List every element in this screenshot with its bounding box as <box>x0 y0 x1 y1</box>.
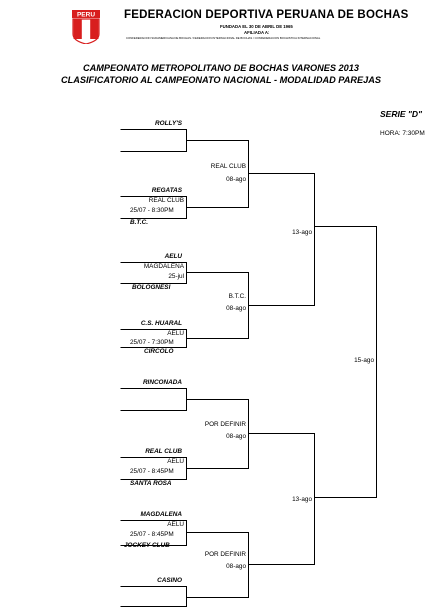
team-magdalena: MAGDALENA <box>140 511 182 518</box>
match-time-label: 25/07 - 8:45PM <box>130 531 174 538</box>
match-venue: AELU <box>167 330 184 337</box>
team-real-club: REAL CLUB <box>145 448 182 455</box>
bracket-match-1 <box>120 129 187 152</box>
match-venue: REAL CLUB <box>148 197 184 204</box>
bracket-r3-1 <box>248 173 315 306</box>
team-bolognesi: BOLOGNESI <box>132 284 171 291</box>
round2-venue: REAL CLUB <box>210 163 246 170</box>
team-casino: CASINO <box>157 577 182 584</box>
team-cs-huaral: C.S. HUARAL <box>140 320 182 327</box>
organization-title: FEDERACION DEPORTIVA PERUANA DE BOCHAS <box>124 9 409 21</box>
round2-date: 08-ago <box>226 563 246 570</box>
match-time-label: 25/07 - 8:30PM <box>130 207 174 214</box>
affiliations-list: CONFEDERACION SUDAMERICANA DE BOCHAS / F… <box>126 36 321 40</box>
round2-venue: POR DEFINIR <box>204 421 246 428</box>
serie-label: SERIE "D" <box>380 109 423 119</box>
bracket-final <box>314 226 377 498</box>
bracket-r2-1 <box>186 140 249 208</box>
team-regatas: REGATAS <box>151 187 182 194</box>
team-santa-rosa: SANTA ROSA <box>130 480 172 487</box>
championship-subtitle: CLASIFICATORIO AL CAMPEONATO NACIONAL - … <box>60 75 382 85</box>
team-btc: B.T.C. <box>130 219 148 226</box>
bracket-match-8 <box>120 586 187 607</box>
match-venue: MAGDALENA <box>143 263 184 270</box>
founded-date: FUNDADA EL 30 DE ABRIL DE 1965 <box>220 24 293 29</box>
match-time-label: 25/07 - 7:30PM <box>130 339 174 346</box>
affiliated-label: AFILIADA A: <box>244 30 270 35</box>
round2-date: 08-ago <box>226 305 246 312</box>
match-date-label: 25-jul <box>168 273 184 280</box>
round2-venue: POR DEFINIR <box>204 551 246 558</box>
round3-date: 13-ago <box>292 229 312 236</box>
match-time: HORA: 7:30PM <box>380 130 425 137</box>
federation-logo: PERU <box>72 10 100 45</box>
team-aelu: AELU <box>164 253 182 260</box>
round2-date: 08-ago <box>226 433 246 440</box>
round3-date: 13-ago <box>292 496 312 503</box>
team-circolo: CIRCOLO <box>144 348 174 355</box>
round2-venue: B.T.C. <box>228 293 246 300</box>
championship-title: CAMPEONATO METROPOLITANO DE BOCHAS VARON… <box>83 63 359 73</box>
team-rollys: ROLLY'S <box>155 120 182 127</box>
round2-date: 08-ago <box>226 176 246 183</box>
match-venue: AELU <box>167 458 184 465</box>
team-rinconada: RINCONADA <box>142 379 182 386</box>
team-jockey-club: JOCKEY CLUB <box>124 542 170 549</box>
logo-text: PERU <box>77 12 95 19</box>
bracket-match-5 <box>120 388 187 411</box>
final-date: 15-ago <box>354 357 374 364</box>
match-venue: AELU <box>167 521 184 528</box>
bracket-r3-2 <box>248 433 315 565</box>
match-time-label: 25/07 - 8:45PM <box>130 468 174 475</box>
